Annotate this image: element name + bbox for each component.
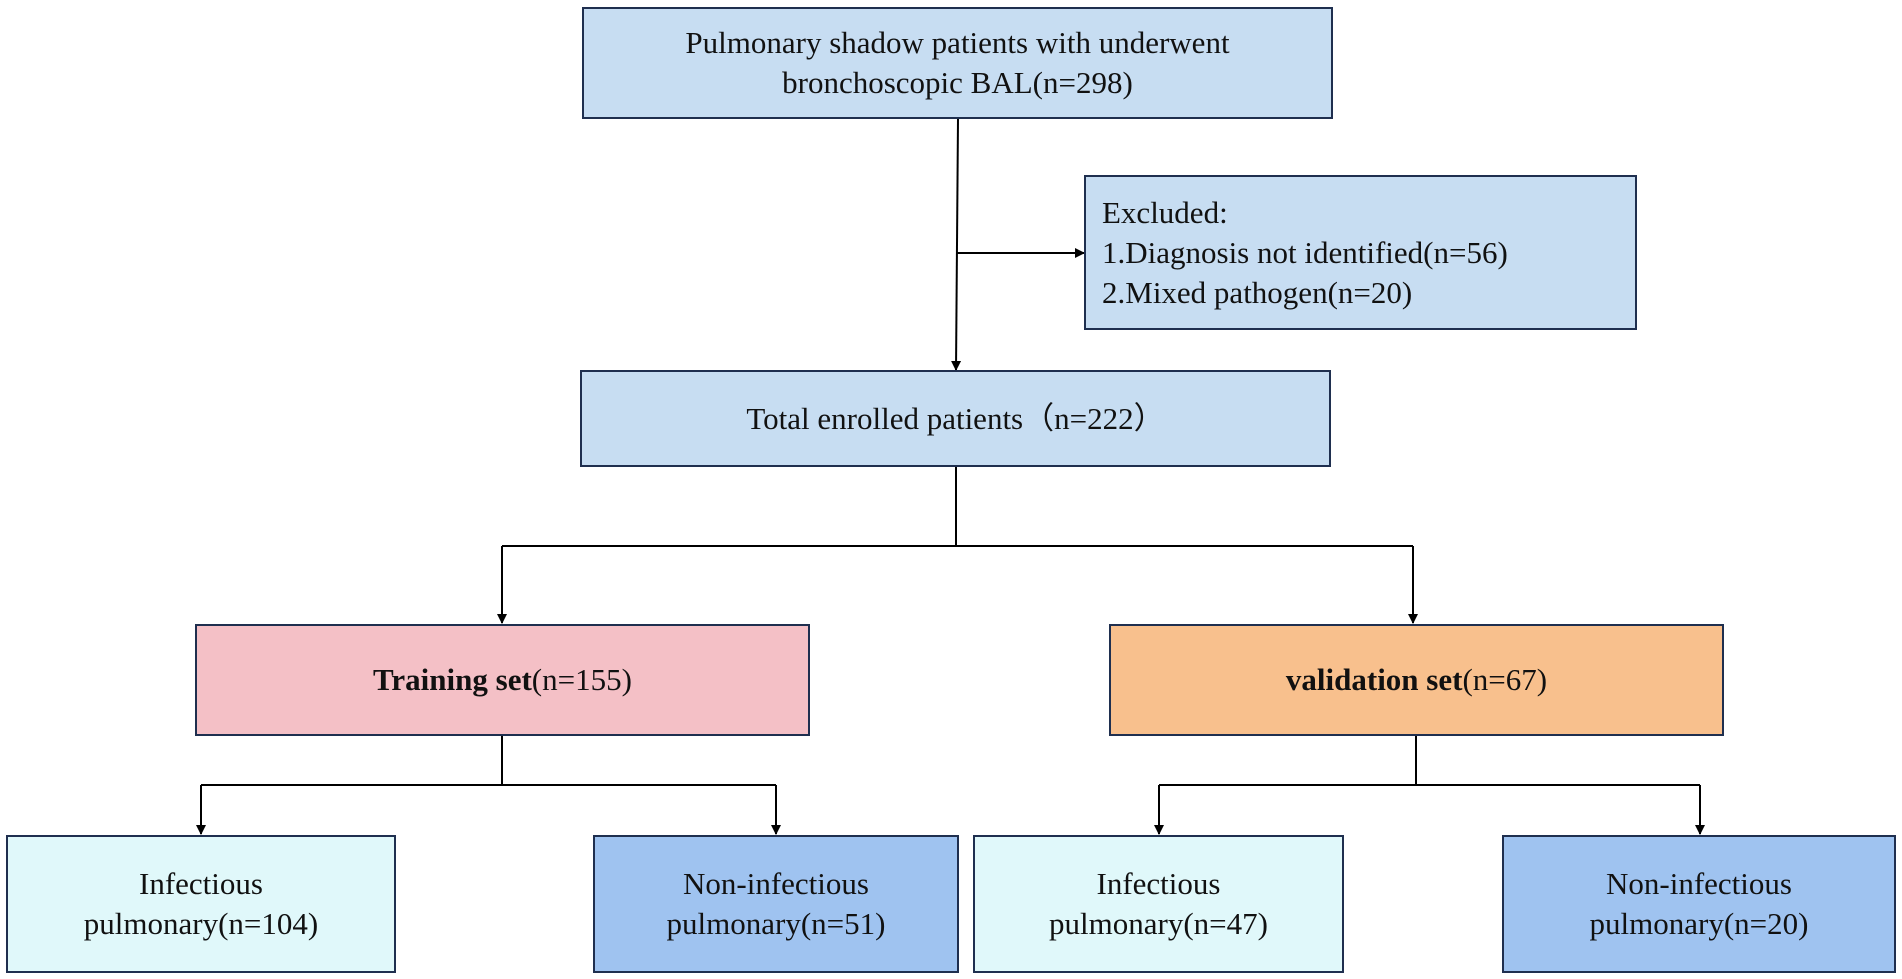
- val-infectious-box: Infectious pulmonary(n=47): [973, 835, 1344, 973]
- arrow-screened-to-enrolled: [951, 118, 962, 371]
- val-infectious-line-1: Infectious: [1096, 866, 1221, 901]
- validation-set-title: validation set: [1285, 662, 1463, 697]
- screened-line-1: Pulmonary shadow patients with underwent: [685, 25, 1230, 60]
- validation-set-count: (n=67): [1462, 662, 1548, 697]
- train-infectious-line-1: Infectious: [139, 866, 263, 901]
- train-noninfectious-box: Non-infectious pulmonary(n=51): [593, 835, 959, 973]
- val-noninfectious-line-2: pulmonary(n=20): [1589, 906, 1809, 941]
- enrolled-patients-box: Total enrolled patients（n=222）: [580, 370, 1331, 467]
- train-infectious-line-2: pulmonary(n=104): [83, 906, 319, 941]
- training-set-count: (n=155): [531, 662, 632, 697]
- val-noninfectious-box: Non-infectious pulmonary(n=20): [1502, 835, 1896, 973]
- train-infectious-box: Infectious pulmonary(n=104): [6, 835, 396, 973]
- validation-set-box: validation set(n=67): [1109, 624, 1724, 736]
- screened-line-2: bronchoscopic BAL(n=298): [782, 65, 1133, 100]
- val-noninfectious-line-1: Non-infectious: [1606, 866, 1792, 901]
- screened-patients-box: Pulmonary shadow patients with underwent…: [582, 7, 1333, 119]
- training-set-box: Training set(n=155): [195, 624, 810, 736]
- train-noninfectious-line-2: pulmonary(n=51): [666, 906, 886, 941]
- train-noninfectious-line-1: Non-infectious: [683, 866, 869, 901]
- excluded-box: Excluded: 1.Diagnosis not identified(n=5…: [1084, 175, 1637, 330]
- excluded-item-2: 2.Mixed pathogen(n=20): [1102, 274, 1413, 310]
- excluded-item-1: 1.Diagnosis not identified(n=56): [1102, 234, 1508, 270]
- training-set-title: Training set: [373, 662, 532, 697]
- excluded-title: Excluded:: [1102, 194, 1228, 230]
- val-infectious-line-2: pulmonary(n=47): [1049, 906, 1268, 941]
- enrolled-label: Total enrolled patients（n=222）: [746, 400, 1165, 436]
